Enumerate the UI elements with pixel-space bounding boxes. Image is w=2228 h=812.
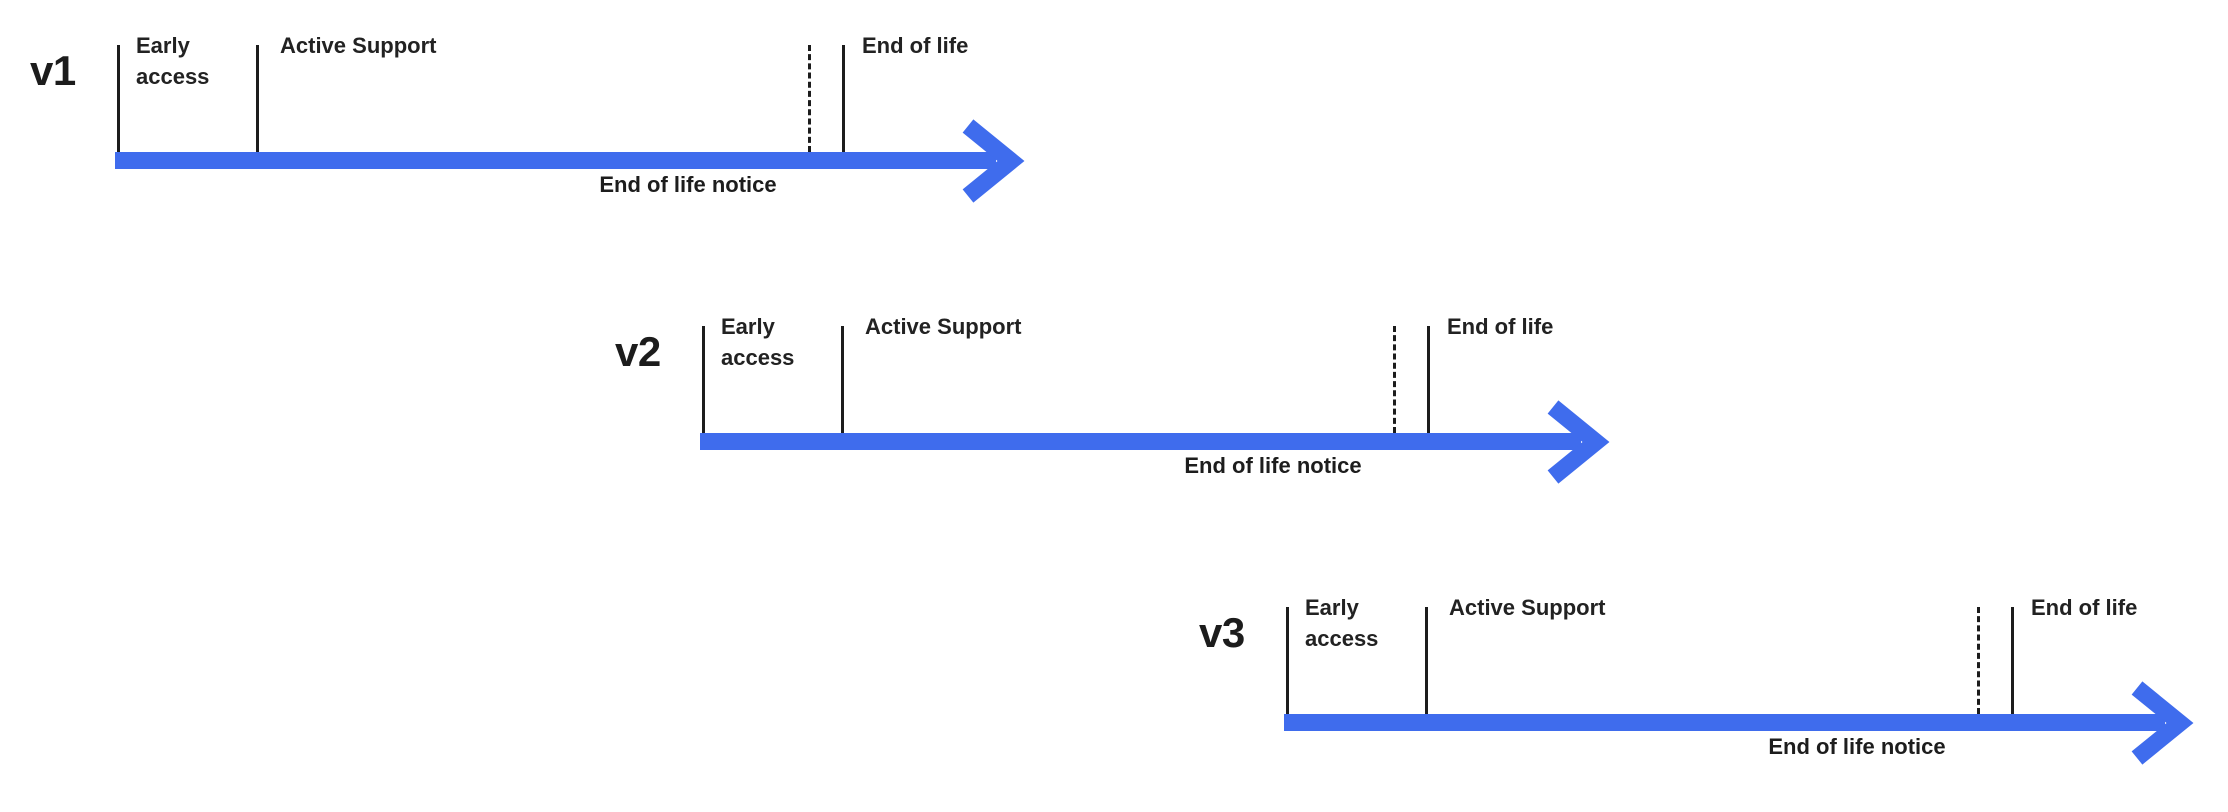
- timeline-arrow-head-v3: [2117, 681, 2197, 765]
- marker-active-support-start-v1: [256, 45, 259, 152]
- version-label-v3: v3: [1199, 609, 1245, 656]
- phase-label-3-v1: End of life: [862, 33, 969, 58]
- phase-label-2-v3: Active Support: [1449, 595, 1606, 620]
- marker-early-access-start-v1: [117, 45, 120, 152]
- end-of-life-notice-label-v3: End of life notice: [1768, 734, 1946, 759]
- marker-end-of-life-start-v3: [2011, 607, 2014, 714]
- phase-label-2-v1: Active Support: [280, 33, 437, 58]
- marker-end-of-life-notice-start-v1: [808, 45, 811, 152]
- marker-end-of-life-start-v2: [1427, 326, 1430, 433]
- version-label-v1: v1: [30, 47, 76, 94]
- phase-label-3-v3: End of life: [2031, 595, 2138, 620]
- end-of-life-notice-label-v1: End of life notice: [599, 172, 777, 197]
- marker-end-of-life-notice-start-v2: [1393, 326, 1396, 433]
- marker-end-of-life-notice-start-v3: [1977, 607, 1980, 714]
- marker-active-support-start-v3: [1425, 607, 1428, 714]
- phase-label-2-v2: Active Support: [865, 314, 1022, 339]
- phase-label-3-v2: End of life: [1447, 314, 1554, 339]
- timeline-bar-v2: [700, 433, 1581, 450]
- marker-active-support-start-v2: [841, 326, 844, 433]
- phase-label-1-v1: Early access: [136, 33, 210, 90]
- version-label-v2: v2: [615, 328, 661, 375]
- marker-early-access-start-v3: [1286, 607, 1289, 714]
- timeline-bar-v1: [115, 152, 996, 169]
- end-of-life-notice-label-v2: End of life notice: [1184, 453, 1362, 478]
- timeline-arrow-head-v1: [948, 119, 1028, 203]
- marker-end-of-life-start-v1: [842, 45, 845, 152]
- phase-label-1-v2: Early access: [721, 314, 795, 371]
- timeline-bar-v3: [1284, 714, 2165, 731]
- marker-early-access-start-v2: [702, 326, 705, 433]
- phase-label-1-v3: Early access: [1305, 595, 1379, 652]
- timeline-arrow-head-v2: [1533, 400, 1613, 484]
